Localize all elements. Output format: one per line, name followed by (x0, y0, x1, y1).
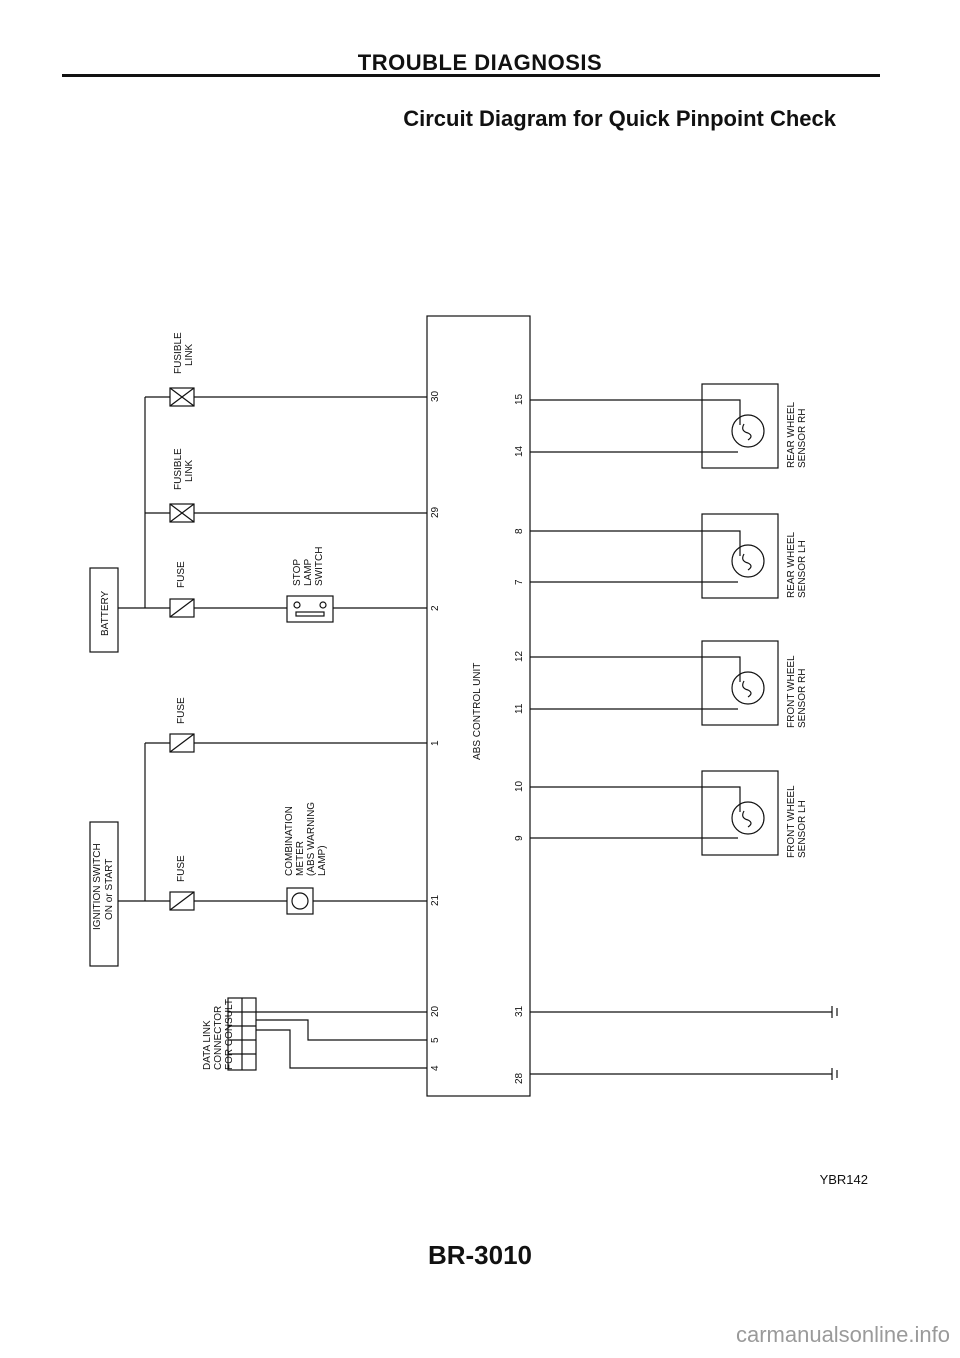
pin-28: 28 (514, 1072, 525, 1084)
pin-14: 14 (514, 445, 525, 457)
sensor-box-rear-rh (701, 383, 779, 469)
stop-lamp-switch (286, 595, 334, 623)
fusible-link-label-2b: LINK (184, 459, 195, 482)
header-rule (62, 74, 880, 77)
ignition-switch-box (89, 821, 119, 967)
fusible-link-label-1a: FUSIBLE (173, 332, 184, 374)
figure-id: YBR142 (819, 1172, 868, 1187)
pin-12: 12 (514, 650, 525, 662)
front-lh-label-1: FRONT WHEEL (786, 785, 797, 858)
pin-31: 31 (514, 1005, 525, 1017)
pin-10: 10 (514, 780, 525, 792)
dlc-label-2: CONNECTOR (213, 1006, 224, 1070)
combination-meter-label-2: METER (295, 841, 306, 876)
stop-lamp-label-2: LAMP (303, 558, 314, 586)
fuse-label-2: FUSE (176, 697, 187, 724)
pin-30: 30 (430, 390, 441, 402)
sensor-box-front-rh (701, 640, 779, 726)
pin-1: 1 (430, 740, 441, 746)
front-rh-label-1: FRONT WHEEL (786, 655, 797, 728)
pin-11: 11 (514, 703, 525, 714)
combination-meter-label-1: COMBINATION (284, 806, 295, 876)
battery-label: BATTERY (100, 590, 111, 636)
diagram-subtitle: Circuit Diagram for Quick Pinpoint Check (403, 106, 836, 131)
stop-lamp-label-1: STOP (292, 559, 303, 586)
fuse-label-3: FUSE (176, 855, 187, 882)
front-rh-label-2: SENSOR RH (797, 669, 808, 728)
pin-4: 4 (430, 1065, 441, 1071)
abs-control-unit-label: ABS CONTROL UNIT (472, 663, 483, 760)
front-lh-label-2: SENSOR LH (797, 800, 808, 858)
pin-20: 20 (430, 1005, 441, 1017)
fusible-link-label-1b: LINK (184, 343, 195, 366)
page-number: BR-3010 (427, 1240, 533, 1270)
ignition-switch-label-1: IGNITION SWITCH (92, 843, 103, 930)
combination-meter (286, 887, 314, 915)
pin-21: 21 (430, 894, 441, 906)
fuse-label-1: FUSE (176, 561, 187, 588)
rear-rh-label-2: SENSOR RH (797, 409, 808, 468)
fusible-link-label-2a: FUSIBLE (173, 448, 184, 490)
dlc-label-1: DATA LINK (202, 1020, 213, 1070)
rear-lh-label-1: REAR WHEEL (786, 531, 797, 598)
pin-15: 15 (514, 393, 525, 405)
pin-2: 2 (430, 605, 441, 611)
rear-lh-label-2: SENSOR LH (797, 540, 808, 598)
ignition-switch-label-2: ON or START (104, 859, 115, 920)
pin-8: 8 (514, 528, 525, 534)
pin-7: 7 (514, 579, 525, 585)
dlc-label-3: FOR CONSULT (224, 999, 235, 1070)
abs-control-unit-box (426, 315, 531, 1097)
battery-box (89, 567, 119, 653)
combination-meter-label-4: LAMP) (317, 845, 328, 876)
rear-rh-label-1: REAR WHEEL (786, 401, 797, 468)
pin-9: 9 (514, 835, 525, 841)
pin-29: 29 (430, 506, 441, 518)
pin-5: 5 (430, 1037, 441, 1043)
sensor-box-front-lh (701, 770, 779, 856)
stop-lamp-label-3: SWITCH (314, 547, 325, 586)
page-title: TROUBLE DIAGNOSIS (357, 50, 603, 75)
sensor-box-rear-lh (701, 513, 779, 599)
combination-meter-label-3: (ABS WARNING (306, 802, 317, 876)
watermark: carmanualsonline.info (735, 1322, 950, 1347)
